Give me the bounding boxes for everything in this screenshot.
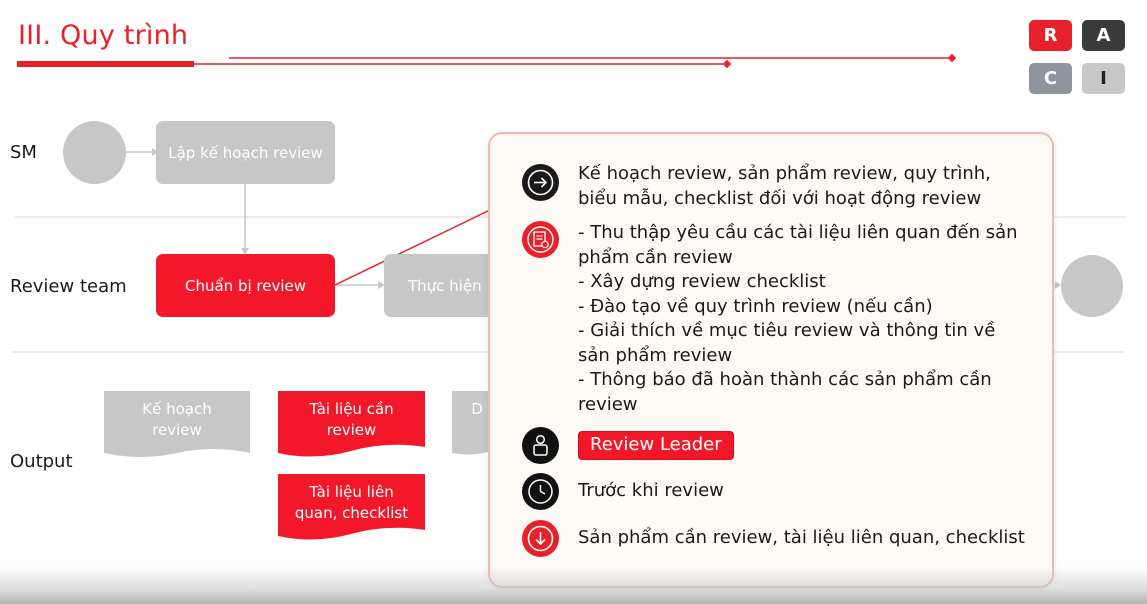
output-text: Sản phẩm cần review, tài liệu liên quan,…: [578, 527, 1025, 548]
task-line: - Thu thập yêu cầu các tài liệu liên qua…: [578, 222, 1018, 243]
raci-c-badge: C: [1029, 63, 1072, 94]
output-doc-ke-hoach-review[interactable]: Kế hoạch review: [104, 391, 250, 463]
doc-line: quan, checklist: [294, 504, 409, 522]
task-line: - Giải thích về mục tiêu review và thông…: [578, 320, 996, 341]
process-lap-ke-hoach-review[interactable]: Lập kế hoạch review: [156, 121, 335, 184]
title-underline: [17, 53, 957, 69]
input-line: Kế hoạch review, sản phẩm review, quy tr…: [578, 163, 991, 184]
clock-icon: [522, 473, 559, 510]
lane-label-sm: SM: [10, 142, 37, 163]
output-doc-partial[interactable]: D: [452, 391, 492, 463]
doc-line: D: [471, 400, 483, 418]
input-line: biểu mẫu, checklist đối với hoạt động re…: [578, 187, 982, 209]
page-title: III. Quy trình: [18, 20, 189, 51]
role-badge: Review Leader: [578, 431, 734, 460]
doc-line: review: [326, 421, 377, 439]
output-doc-tai-lieu-lien-quan-checklist[interactable]: Tài liệu liên quan, checklist: [278, 474, 425, 546]
arrow-down-icon: [522, 520, 559, 557]
output-doc-tai-lieu-can-review[interactable]: Tài liệu cần review: [278, 391, 425, 463]
task-line: - Xây dựng review checklist: [578, 271, 826, 292]
document-check-icon: [522, 221, 559, 258]
task-line: sản phẩm review: [578, 344, 733, 366]
doc-line: Kế hoạch: [142, 400, 212, 418]
arrow-right-icon: [522, 164, 559, 201]
end-circle: [1061, 255, 1123, 317]
lane-label-output: Output: [10, 451, 73, 472]
lane-label-review-team: Review team: [10, 276, 127, 297]
doc-line: review: [152, 421, 202, 439]
person-icon: [522, 427, 559, 464]
timing-text: Trước khi review: [578, 480, 724, 501]
process-chuan-bi-review[interactable]: Chuẩn bị review: [156, 254, 335, 317]
task-line: - Thông báo đã hoàn thành các sản phẩm c…: [578, 369, 992, 390]
raci-r-badge: R: [1029, 20, 1072, 51]
doc-line: Tài liệu liên: [309, 483, 394, 501]
doc-line: Tài liệu cần: [309, 400, 394, 418]
raci-a-badge: A: [1082, 20, 1125, 51]
task-line: - Đào tạo về quy trình review (nếu cần): [578, 295, 933, 317]
detail-popup: Kế hoạch review, sản phẩm review, quy tr…: [488, 132, 1054, 588]
raci-i-badge: I: [1082, 63, 1125, 94]
task-line: phẩm cần review: [578, 246, 733, 268]
task-line: review: [578, 393, 638, 415]
start-circle: [63, 121, 126, 184]
bottom-shadow: [0, 566, 1147, 604]
